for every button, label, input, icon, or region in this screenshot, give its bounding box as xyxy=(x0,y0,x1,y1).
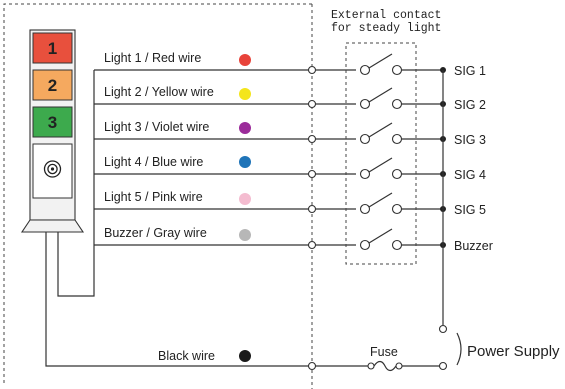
lamp-2 xyxy=(32,69,73,101)
wire-row-2: Light 2 / Yellow wire SIG 2 xyxy=(94,85,486,112)
wire-row-1: Light 1 / Red wire SIG 1 xyxy=(94,51,486,78)
wire-row-4: Light 4 / Blue wire SIG 4 xyxy=(94,155,486,182)
wire-row-5: Light 5 / Pink wire SIG 5 xyxy=(94,190,486,217)
signal-label-4: SIG 4 xyxy=(454,168,486,182)
signal-label-1: SIG 1 xyxy=(454,64,486,78)
wire-color-dot-5 xyxy=(239,193,251,205)
tower-base xyxy=(20,219,85,233)
signal-label-5: SIG 5 xyxy=(454,203,486,217)
power-terminal-bottom xyxy=(438,361,448,371)
fuse-icon xyxy=(367,360,403,372)
wire-label-4: Light 4 / Blue wire xyxy=(104,155,203,169)
lamp-3-number: 3 xyxy=(48,113,57,132)
wire-label-2: Light 2 / Yellow wire xyxy=(104,85,214,99)
power-supply-bracket xyxy=(456,332,462,366)
wire-color-dot-1 xyxy=(239,54,251,66)
wire-row-3: Light 3 / Violet wire SIG 3 xyxy=(94,120,486,147)
wire-row-6: Buzzer / Gray wire Buzzer xyxy=(94,226,493,253)
external-contact-title-line1: External contact xyxy=(331,9,441,22)
lamp-2-number: 2 xyxy=(48,76,57,95)
lamp-1 xyxy=(32,32,73,64)
signal-label-3: SIG 3 xyxy=(454,133,486,147)
tower-ground-lead xyxy=(45,232,312,367)
wire-label-1: Light 1 / Red wire xyxy=(104,51,201,65)
fuse-label: Fuse xyxy=(370,345,398,359)
tower-cable xyxy=(57,70,95,297)
wire-label-6: Buzzer / Gray wire xyxy=(104,226,207,240)
black-wire-label: Black wire xyxy=(158,349,215,363)
signal-tower: 1 2 3 xyxy=(20,29,312,367)
wire-color-dot-2 xyxy=(239,88,251,100)
buzzer-unit xyxy=(32,143,73,199)
buzzer-icon xyxy=(43,160,62,178)
lamp-1-number: 1 xyxy=(48,39,57,58)
wire-label-3: Light 3 / Violet wire xyxy=(104,120,209,134)
signal-label-2: SIG 2 xyxy=(454,98,486,112)
wire-color-dot-3 xyxy=(239,122,251,134)
power-terminal-top xyxy=(438,324,448,334)
lamp-3 xyxy=(32,106,73,138)
external-contact-title-line2: for steady light xyxy=(331,22,441,35)
signal-label-6: Buzzer xyxy=(454,239,493,253)
wire-color-dot-4 xyxy=(239,156,251,168)
enclosure-border xyxy=(3,3,313,389)
black-wire-color-dot xyxy=(239,350,251,362)
external-contact-box xyxy=(345,42,417,265)
power-supply-label: Power Supply xyxy=(467,343,560,360)
wire-color-dot-6 xyxy=(239,229,251,241)
wire-label-5: Light 5 / Pink wire xyxy=(104,190,203,204)
